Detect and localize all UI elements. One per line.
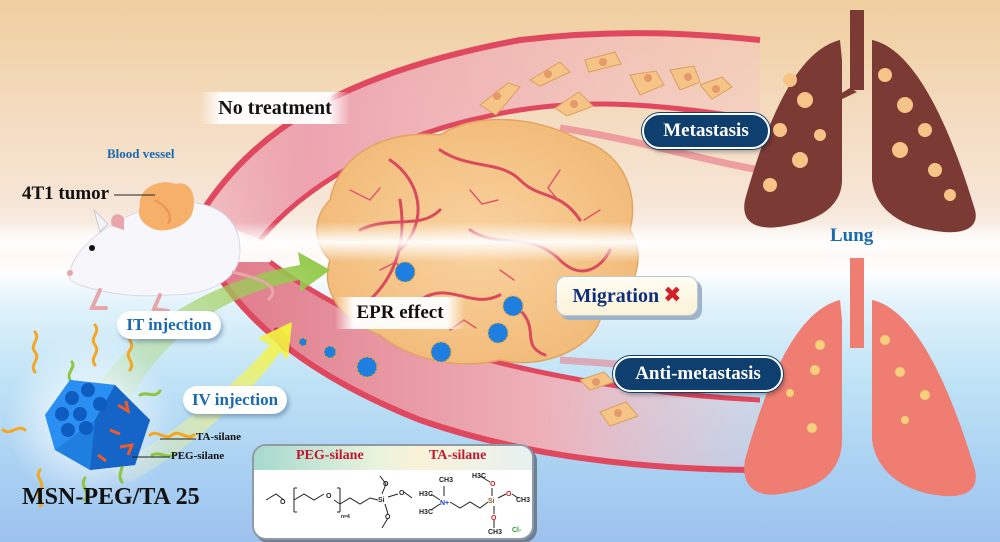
lung-metastatic [744,10,976,233]
cross-mark-icon: ✖ [663,283,682,308]
structure-drawings: O O Si O O O n=4 CH3 H3C H3C N+ [265,473,530,536]
metastasis-label: Metastasis [642,113,770,149]
ta-silane-pointer-label: TA-silane [196,431,242,443]
tumor-label: 4T1 tumor [22,183,110,204]
mouse-illustration [67,182,275,313]
lung-healthy [744,258,976,497]
peg-silane-title: PEG-silane [296,448,364,463]
atom-label: H3C [419,509,433,516]
atom-label: CH3 [488,529,502,536]
atom-label: Si [378,497,385,504]
migration-blocked-label: Migration✖ [556,276,698,316]
migration-text: Migration [572,285,660,307]
it-injection-label: IT injection [117,311,221,339]
atom-label: N+ [440,500,449,507]
no-treatment-label: No treatment [200,92,350,124]
lung-label: Lung [830,225,874,246]
msn-nanoparticle [1,323,196,508]
atom-label: O [490,481,496,488]
repeat-subscript: n=4 [341,514,350,520]
ta-silane-atoms: CH3 H3C H3C N+ Si O O O H3C CH3 CH3 Cl- [419,473,530,536]
anti-metastasis-label: Anti-metastasis [613,356,783,392]
atom-label: H3C [472,473,486,480]
atom-label: Si [488,498,495,505]
peg-silane-structure [265,475,413,529]
ta-silane-title: TA-silane [429,448,487,463]
atom-label: H3C [419,491,433,498]
peg-silane-atoms: O O Si O O O n=4 [280,481,405,521]
iv-injection-label: IV injection [183,386,287,414]
chemical-panel-header: PEG-silane TA-silane [254,446,532,470]
atom-label: CH3 [516,497,530,504]
atom-label: O [326,493,332,500]
atom-label: O [491,515,497,522]
blood-vessel-label: Blood vessel [107,146,175,161]
atom-label: O [383,481,389,488]
atom-label: O [280,499,286,506]
counter-ion-label: Cl- [512,527,522,534]
circulating-nanoparticles [298,261,524,378]
ta-silane-structure [430,475,519,528]
atom-label: CH3 [439,477,453,484]
chemical-structures-panel: PEG-silane TA-silane O O Si O O O [252,444,534,540]
cell-nuclei [493,58,720,417]
nanoparticle-name-label: MSN-PEG/TA 25 [22,484,200,510]
peg-silane-pointer-label: PEG-silane [171,450,225,462]
upper-blood-vessel [197,30,761,242]
atom-label: O [385,514,391,521]
epr-effect-label: EPR effect [335,297,465,329]
atom-label: O [506,491,512,498]
atom-label: O [399,490,405,497]
